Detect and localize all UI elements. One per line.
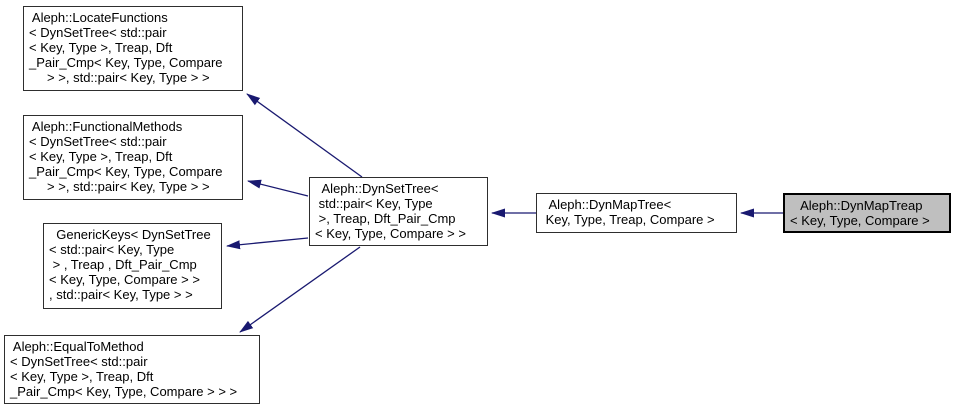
class-label-line: Aleph::DynMapTreap: [790, 198, 923, 213]
arrow-dynsettree-equaltomethod: [239, 246, 361, 333]
class-label-line: < DynSetTree< std::pair: [10, 354, 148, 369]
class-node-dyn-map-tree[interactable]: Aleph::DynMapTree< Key, Type, Treap, Com…: [536, 193, 737, 233]
class-label-line: _Pair_Cmp< Key, Type, Compare > > >: [10, 384, 238, 399]
class-label-line: Aleph::DynMapTree<: [542, 197, 672, 212]
class-label-line: < Key, Type, Compare > >: [49, 272, 200, 287]
class-label-line: < Key, Type >, Treap, Dft: [29, 40, 173, 55]
class-label-line: Aleph::LocateFunctions: [29, 10, 168, 25]
class-node-functional-methods[interactable]: Aleph::FunctionalMethods < DynSetTree< s…: [23, 115, 243, 200]
class-label-line: > >, std::pair< Key, Type > >: [29, 179, 210, 194]
class-label-line: < Key, Type >, Treap, Dft: [29, 149, 173, 164]
class-label-line: < Key, Type, Compare >: [790, 213, 930, 228]
class-label-line: , std::pair< Key, Type > >: [49, 287, 193, 302]
class-node-equal-to-method[interactable]: Aleph::EqualToMethod < DynSetTree< std::…: [4, 335, 260, 404]
class-label-line: Aleph::FunctionalMethods: [29, 119, 183, 134]
class-label-line: < std::pair< Key, Type: [49, 242, 175, 257]
class-label-line: > >, std::pair< Key, Type > >: [29, 70, 210, 85]
class-node-dyn-map-treap-current: Aleph::DynMapTreap < Key, Type, Compare …: [783, 193, 951, 233]
class-node-dyn-set-tree[interactable]: Aleph::DynSetTree< std::pair< Key, Type …: [309, 177, 488, 246]
class-label-line: Aleph::DynSetTree<: [315, 181, 439, 196]
class-label-line: Key, Type, Treap, Compare >: [542, 212, 715, 227]
class-label-line: GenericKeys< DynSetTree: [49, 227, 211, 242]
class-label-line: > , Treap , Dft_Pair_Cmp: [49, 257, 197, 272]
class-label-line: std::pair< Key, Type: [315, 196, 433, 211]
class-label-line: < DynSetTree< std::pair: [29, 25, 167, 40]
class-label-line: < Key, Type, Compare > >: [315, 226, 466, 241]
class-node-generic-keys[interactable]: GenericKeys< DynSetTree < std::pair< Key…: [43, 223, 222, 309]
class-label-line: < Key, Type >, Treap, Dft: [10, 369, 154, 384]
arrow-dynsettree-functionalmethods: [247, 179, 309, 197]
class-label-line: _Pair_Cmp< Key, Type, Compare: [29, 164, 223, 179]
arrow-dynsettree-locatefunctions: [246, 93, 363, 178]
class-label-line: >, Treap, Dft_Pair_Cmp: [315, 211, 456, 226]
class-label-line: Aleph::EqualToMethod: [10, 339, 144, 354]
arrow-dynsettree-generickeys: [226, 237, 309, 250]
class-label-line: < DynSetTree< std::pair: [29, 134, 167, 149]
class-label-line: _Pair_Cmp< Key, Type, Compare: [29, 55, 223, 70]
class-node-locate-functions[interactable]: Aleph::LocateFunctions < DynSetTree< std…: [23, 6, 243, 91]
